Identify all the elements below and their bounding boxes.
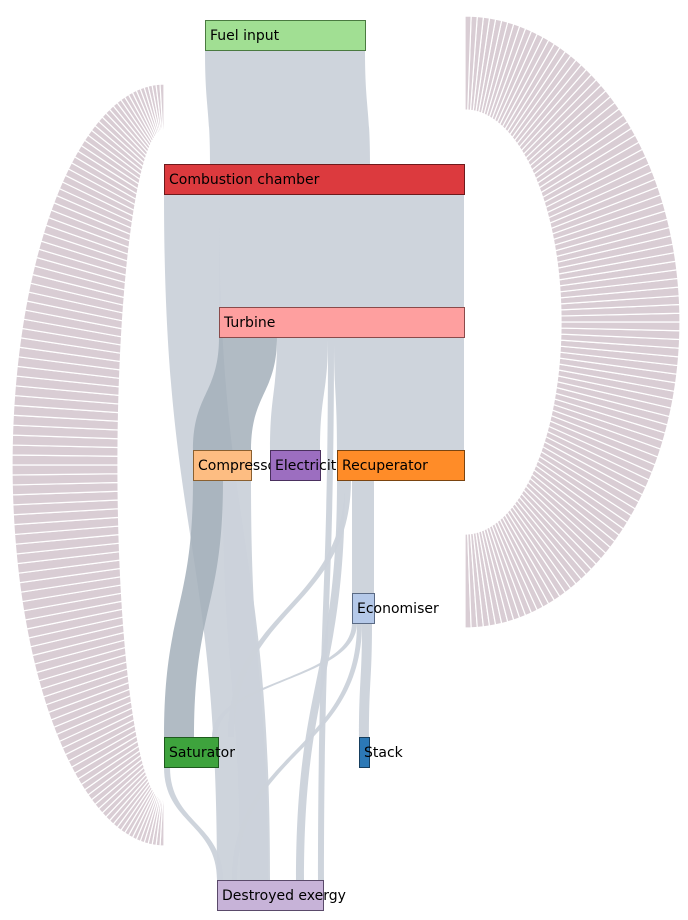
node-cc[interactable]: Combustion chamber	[164, 164, 465, 195]
loop-segment	[11, 464, 119, 476]
node-stack-label: Stack	[364, 745, 404, 761]
loop-segment	[11, 473, 119, 486]
link-compressor-to-destroyed[interactable]	[223, 480, 268, 880]
node-fuel-label: Fuel input	[210, 28, 280, 44]
node-destroyed-rect[interactable]	[217, 880, 324, 911]
node-saturator-rect[interactable]	[164, 737, 219, 768]
link-turbine-to-electricity[interactable]	[270, 337, 328, 450]
link-recuperator-to-economiser[interactable]	[352, 480, 374, 593]
node-electricity[interactable]: Electricity	[270, 450, 345, 481]
node-turbine-label: Turbine	[223, 315, 275, 331]
link-turbine-to-recuperator[interactable]	[334, 337, 464, 450]
link-saturator-to-destroyed[interactable]	[164, 767, 223, 880]
node-cc-label: Combustion chamber	[169, 172, 320, 188]
link-compressor-to-saturator[interactable]	[164, 480, 223, 737]
node-fuel[interactable]: Fuel input	[205, 20, 366, 51]
node-electricity-label: Electricity	[275, 458, 345, 474]
link-economiser-to-saturator[interactable]	[212, 623, 357, 737]
node-cc-rect[interactable]	[164, 164, 465, 195]
node-destroyed-label: Destroyed exergy	[222, 888, 346, 904]
node-economiser[interactable]: Economiser	[352, 593, 439, 624]
node-compressor-rect[interactable]	[193, 450, 252, 481]
node-saturator-label: Saturator	[169, 745, 235, 761]
link-recuperator-to-saturator[interactable]	[228, 480, 351, 737]
node-recuperator-label: Recuperator	[342, 458, 428, 474]
node-destroyed[interactable]: Destroyed exergy	[217, 880, 346, 911]
node-compressor-label: Compressor	[198, 458, 282, 474]
loop-segment	[159, 83, 165, 131]
link-economiser-to-stack[interactable]	[359, 623, 372, 737]
flow-links	[164, 50, 464, 880]
node-recuperator-rect[interactable]	[337, 450, 465, 481]
link-recuperator-to-cc[interactable]	[464, 15, 681, 629]
link-recuperator-to-destroyed[interactable]	[296, 480, 345, 880]
link-saturator-to-cc[interactable]	[11, 83, 165, 847]
node-turbine[interactable]: Turbine	[219, 307, 465, 338]
node-stack[interactable]: Stack	[359, 737, 404, 768]
link-cc-to-turbine[interactable]	[219, 194, 464, 307]
link-fuel-to-cc[interactable]	[205, 50, 370, 164]
node-stack-rect[interactable]	[359, 737, 370, 768]
node-compressor[interactable]: Compressor	[193, 450, 283, 481]
node-recuperator[interactable]: Recuperator	[337, 450, 465, 481]
node-electricity-rect[interactable]	[270, 450, 321, 481]
node-economiser-rect[interactable]	[352, 593, 375, 624]
loop-segment	[464, 15, 472, 111]
node-fuel-rect[interactable]	[205, 20, 366, 51]
link-turbine-to-compressor[interactable]	[193, 337, 277, 450]
node-economiser-label: Economiser	[357, 601, 439, 617]
link-economiser-to-destroyed[interactable]	[232, 623, 362, 880]
recycle-links	[11, 15, 681, 847]
link-turbine-to-destroyed[interactable]	[318, 337, 334, 880]
node-saturator[interactable]: Saturator	[164, 737, 236, 768]
node-turbine-rect[interactable]	[219, 307, 465, 338]
